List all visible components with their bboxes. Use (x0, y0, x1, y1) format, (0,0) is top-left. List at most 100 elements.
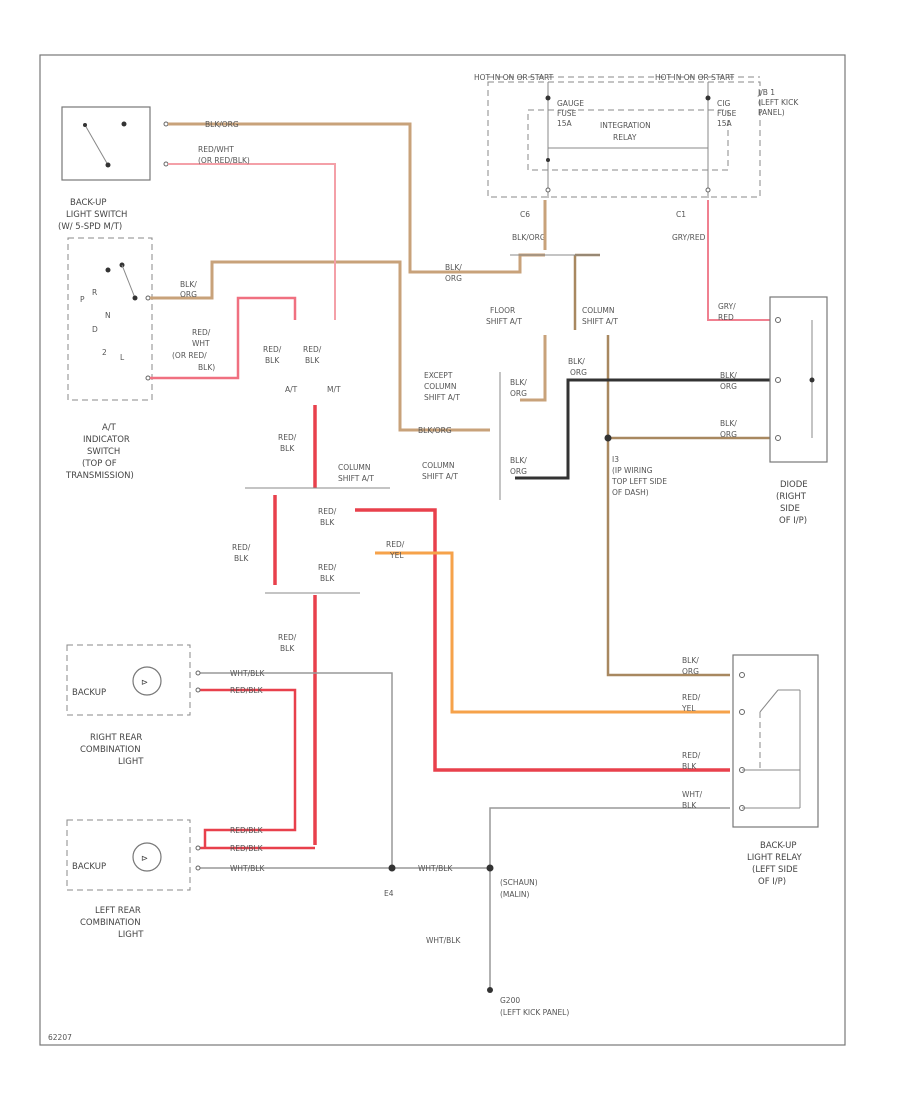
gauge-fuse-label-2: FUSE (557, 109, 577, 118)
right-rear-label-1: RIGHT REAR (90, 733, 142, 743)
relay-label-3: (LEFT SIDE (752, 865, 798, 875)
blk-org-i-label-2: ORG (720, 430, 737, 439)
red-yel-wire (375, 551, 730, 714)
jb1-label-2: (LEFT KICK (758, 98, 799, 107)
c6-wire-label: BLK/ORG (512, 233, 546, 242)
at-switch-label-3: SWITCH (87, 447, 120, 457)
red-blk-d-label-2: BLK (320, 518, 335, 527)
fuse-relay-block: HOT IN ON OR START HOT IN ON OR START GA… (474, 73, 799, 198)
wht-blk-r-label: WHT/BLK (230, 669, 265, 678)
except-column-label-3: SHIFT A/T (424, 393, 460, 402)
diode-label-3: SIDE (780, 504, 800, 514)
diagram-frame (39, 54, 846, 1046)
blk-org-e-label-2: ORG (510, 389, 527, 398)
cig-fuse-label-1: CIG (717, 99, 730, 108)
column-shift-top-label-1: COLUMN (582, 306, 615, 315)
i3-label-3: TOP LEFT SIDE (611, 477, 667, 486)
position-p: P (80, 295, 85, 304)
backup-switch-label-1: BACK-UP (70, 198, 107, 208)
red-blk-e-label-1: RED/ (232, 543, 251, 552)
gry-red-label-1: GRY/ (718, 302, 736, 311)
e4-splice-label: E4 (384, 889, 394, 898)
relay-label-1: BACK-UP (760, 841, 797, 851)
i3-label-4: OF DASH) (612, 488, 649, 497)
right-rear-label-3: LIGHT (118, 757, 144, 767)
c1-wire-label: GRY/RED (672, 233, 706, 242)
blk-org-center-label-2: ORG (445, 274, 462, 283)
blk-org-except-label: BLK/ORG (418, 426, 452, 435)
blk-org-center-label-1: BLK/ (445, 263, 462, 272)
wht-blk-wires (200, 672, 730, 993)
wht-blk-l-label: WHT/BLK (230, 864, 265, 873)
except-column-label-1: EXCEPT (424, 371, 453, 380)
red-blk-l1-label: RED/BLK (230, 826, 264, 835)
lamp-symbol-right: ⊳ (141, 678, 148, 688)
g200-label-1: G200 (500, 996, 520, 1005)
wht-blk-e4-label: WHT/BLK (418, 864, 453, 873)
position-d: D (92, 325, 98, 334)
integration-relay-label-2: RELAY (613, 133, 637, 142)
red-wht-wire-at (150, 296, 297, 380)
at-switch-label-4: (TOP OF (82, 459, 117, 469)
red-blk-g-label-1: RED/ (278, 633, 297, 642)
red-yel-label-1: RED/ (386, 540, 405, 549)
red-blk-e-label-2: BLK (234, 554, 249, 563)
blk-org-g-label-1: BLK/ (568, 357, 585, 366)
blk-org-h-label-1: BLK/ (720, 371, 737, 380)
hot-in-on-start-label: HOT IN ON OR START (474, 73, 554, 82)
red-blk-f-label-1: RED/ (318, 563, 337, 572)
gry-red-label-2: RED (718, 313, 734, 322)
blk-org-h-label-2: ORG (720, 382, 737, 391)
red-blk-relay-label-2: BLK (682, 762, 697, 771)
at-switch-label-1: A/T (102, 423, 117, 433)
at-switch-label-2: INDICATOR (83, 435, 130, 445)
relay-label-4: OF I/P) (758, 877, 786, 887)
wht-blk-relay-label-1: WHT/ (682, 790, 703, 799)
blk-org-mid-label-2: ORG (180, 290, 197, 299)
jb1-label-1: J/B 1 (757, 88, 775, 97)
red-blk-l2-label: RED/BLK (230, 844, 264, 853)
hot-in-on-start-right-label: HOT IN ON OR START (655, 73, 735, 82)
blk-org-j-label-1: BLK/ (682, 656, 699, 665)
black-wire (515, 378, 770, 480)
mt-branch-label: M/T (327, 385, 341, 394)
red-blk-c-label-1: RED/ (278, 433, 297, 442)
blk-org-f-label-1: BLK/ (510, 456, 527, 465)
red-blk-f-label-2: BLK (320, 574, 335, 583)
at-switch-label-5: TRANSMISSION) (65, 471, 134, 481)
column-shift-left-label-1: COLUMN (338, 463, 371, 472)
red-blk-g-label-2: BLK (280, 644, 295, 653)
c1-connector-label: C1 (676, 210, 686, 219)
except-column-label-2: COLUMN (424, 382, 457, 391)
backup-switch-label-3: (W/ 5-SPD M/T) (58, 222, 122, 232)
red-blk-b-label-1: RED/ (303, 345, 322, 354)
lamp-symbol-left: ⊳ (141, 854, 148, 864)
diode-label-4: OF I/P) (779, 516, 807, 526)
backup-light-relay: BACK-UP LIGHT RELAY (LEFT SIDE OF I/P) (732, 654, 819, 887)
red-wht-top-label-2: (OR RED/BLK) (198, 156, 250, 165)
blk-org-e-label-1: BLK/ (510, 378, 527, 387)
red-blk-d-label-1: RED/ (318, 507, 337, 516)
blk-org-wires (150, 122, 770, 677)
c6-connector-label: C6 (520, 210, 530, 219)
red-wht-wire-top (168, 163, 336, 320)
ground-note-1: (SCHAUN) (500, 878, 538, 887)
red-yel-relay-label-2: YEL (681, 704, 696, 713)
position-2: 2 (102, 348, 107, 357)
column-shift-mid-label-2: SHIFT A/T (422, 472, 458, 481)
cig-fuse-label-3: 15A (717, 119, 733, 128)
position-r: R (92, 288, 97, 297)
floor-shift-label-2: SHIFT A/T (486, 317, 522, 326)
ground-note-2: (MALIN) (500, 890, 530, 899)
cig-fuse-label-2: FUSE (717, 109, 737, 118)
red-blk-r-label: RED/BLK (230, 686, 264, 695)
backup-light-switch: BACK-UP LIGHT SWITCH (W/ 5-SPD M/T) (58, 106, 169, 232)
gauge-fuse-label-1: GAUGE (557, 99, 584, 108)
red-yel-relay-label-1: RED/ (682, 693, 701, 702)
wht-blk-vert-label: WHT/BLK (426, 936, 461, 945)
relay-label-2: LIGHT RELAY (747, 853, 802, 863)
red-wht-at-label-2: WHT (192, 339, 210, 348)
backup-switch-label-2: LIGHT SWITCH (66, 210, 127, 220)
red-blk-b-label-2: BLK (305, 356, 320, 365)
